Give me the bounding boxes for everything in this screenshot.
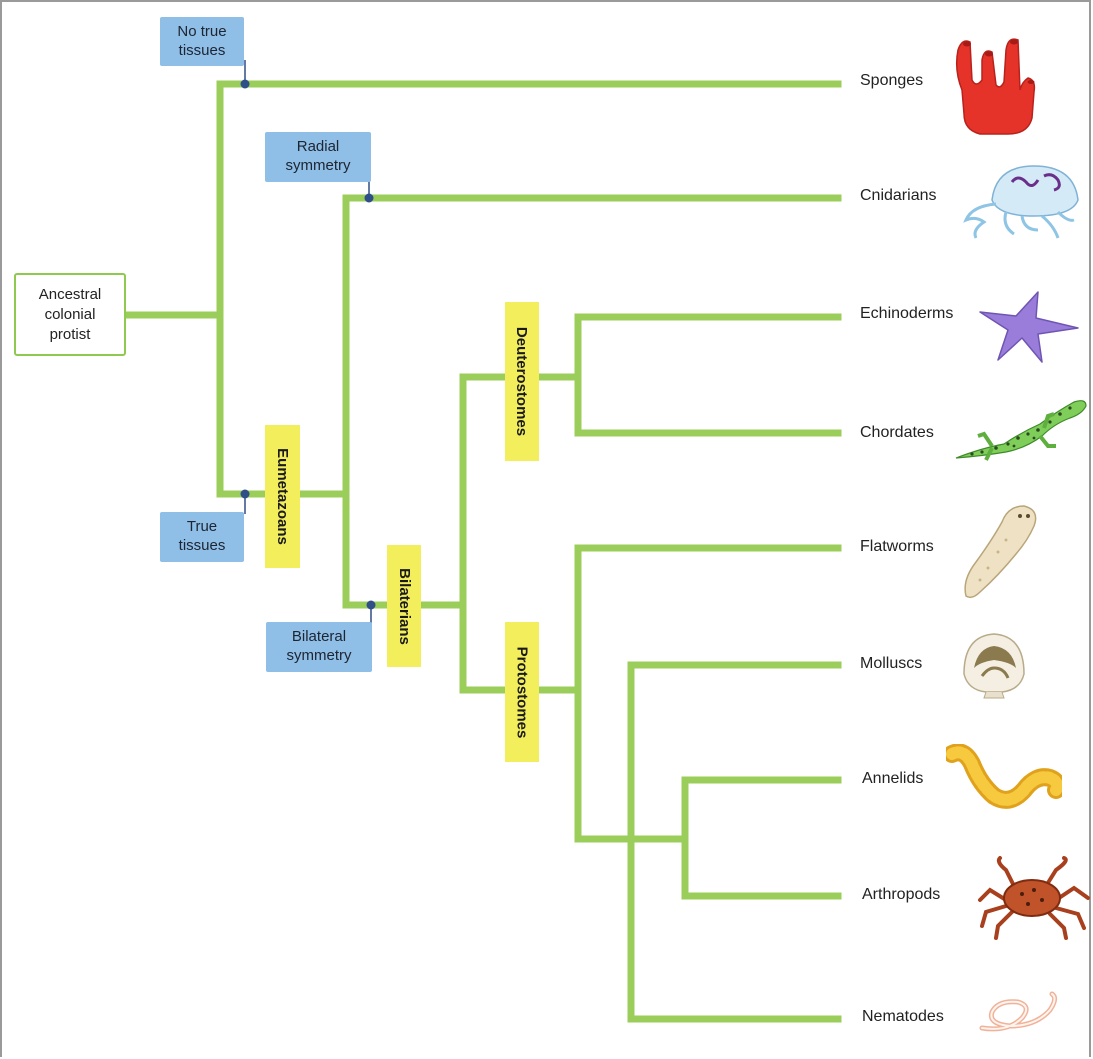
trait-line: tissues <box>178 537 226 554</box>
clade-label: Deuterostomes <box>513 326 531 437</box>
salamander-icon <box>955 400 1087 461</box>
node-dot-bilateral-symmetry <box>366 600 376 610</box>
flatworm-icon <box>964 505 1037 599</box>
sponge-icon <box>955 38 1036 135</box>
taxon-label-sponges: Sponges <box>860 72 924 89</box>
trait-line: symmetry <box>286 647 352 664</box>
clade-deuterostomes: Deuterostomes <box>505 302 539 461</box>
crab-icon <box>978 856 1090 940</box>
clade-label: Eumetazoans <box>274 448 292 545</box>
taxon-label-arthropods: Arthropods <box>862 886 941 903</box>
trait-bilateral-symmetry: Bilateral symmetry <box>266 622 372 672</box>
trait-no-true-tissues: No true tissues <box>160 17 244 66</box>
taxon-label-flatworms: Flatworms <box>860 538 934 555</box>
scallop-shell-icon <box>963 633 1025 699</box>
root-label-line3: protist <box>49 325 91 343</box>
taxon-label-annelids: Annelids <box>862 770 924 787</box>
clade-eumetazoans: Eumetazoans <box>265 425 300 568</box>
node-dot-radial-symmetry <box>364 193 374 203</box>
trait-line: symmetry <box>285 157 351 174</box>
trait-true-tissues: True tissues <box>160 512 244 562</box>
roundworm-icon <box>979 991 1058 1032</box>
taxon-label-echinoderms: Echinoderms <box>860 305 954 322</box>
trait-line: Radial <box>296 138 340 155</box>
starfish-icon <box>979 291 1079 363</box>
taxon-label-cnidarians: Cnidarians <box>860 187 937 204</box>
ancestral-colonial-protist-box: Ancestral colonial protist <box>14 273 126 356</box>
jellyfish-icon <box>963 165 1079 239</box>
trait-line: No true <box>177 23 227 40</box>
trait-line: Bilateral <box>291 628 347 645</box>
taxon-label-nematodes: Nematodes <box>862 1008 944 1025</box>
clade-bilaterians: Bilaterians <box>387 545 421 667</box>
clade-label: Bilaterians <box>395 567 413 645</box>
node-dot-true-tissues <box>240 489 250 499</box>
clade-protostomes: Protostomes <box>505 622 539 762</box>
root-label-line2: colonial <box>44 305 96 323</box>
segmented-worm-icon <box>946 744 1062 809</box>
trait-line: True <box>186 518 218 535</box>
root-label-line1: Ancestral <box>38 285 102 303</box>
taxon-label-molluscs: Molluscs <box>860 655 923 672</box>
taxon-label-chordates: Chordates <box>860 424 934 441</box>
trait-radial-symmetry: Radial symmetry <box>265 132 371 182</box>
node-dot-no-true-tissues <box>240 79 250 89</box>
trait-line: tissues <box>178 42 226 59</box>
clade-label: Protostomes <box>513 646 531 738</box>
